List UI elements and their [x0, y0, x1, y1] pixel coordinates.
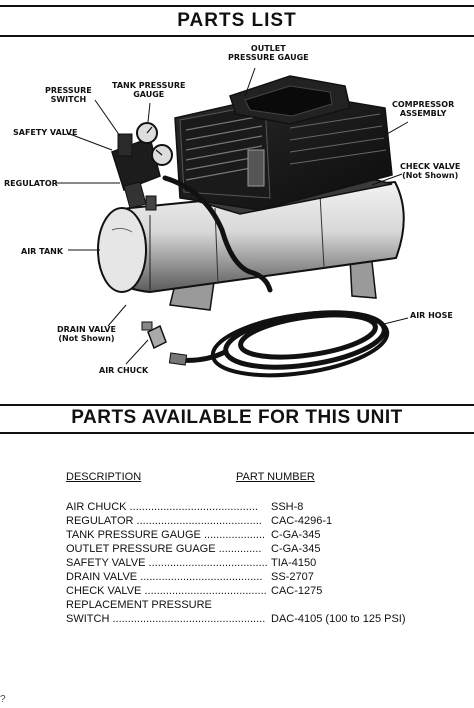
air-hose-shape: [162, 175, 390, 378]
table-row: REPLACEMENT PRESSURE: [66, 599, 212, 611]
compressor-diagram: [55, 67, 409, 378]
tank-gauge-shape: [136, 122, 158, 144]
callout-check-valve: CHECK VALVE(Not Shown): [400, 162, 461, 180]
callout-air-chuck: AIR CHUCK: [99, 366, 149, 375]
top-rule: [0, 5, 474, 7]
callout-safety-valve: SAFETY VALVE: [13, 128, 78, 137]
corner-mark: ?: [0, 694, 6, 705]
title-underline: [0, 35, 474, 37]
page-title: PARTS LIST: [177, 10, 297, 31]
column-header-description: DESCRIPTION: [66, 471, 142, 483]
table-row: SWITCH .................................…: [66, 613, 406, 625]
hose-fitting-shape: [168, 352, 188, 366]
pressure-switch-shape: [111, 133, 161, 211]
column-header-part-number: PART NUMBER: [236, 471, 315, 483]
table-row: CHECK VALVE ............................…: [66, 585, 323, 597]
section-title: PARTS AVAILABLE FOR THIS UNIT: [71, 407, 403, 428]
table-row: REGULATOR ..............................…: [66, 515, 333, 527]
callout-air-tank: AIR TANK: [21, 247, 64, 256]
table-row: OUTLET PRESSURE GUAGE ..............C-GA…: [66, 543, 321, 555]
section-underline: [0, 432, 474, 434]
callout-drain-valve: DRAIN VALVE(Not Shown): [57, 325, 116, 343]
table-row: AIR CHUCK ..............................…: [66, 501, 304, 513]
air-tank-shape: [97, 180, 405, 294]
callout-regulator: REGULATOR: [4, 179, 58, 188]
outlet-gauge-shape: [151, 144, 173, 166]
table-row: SAFETY VALVE ...........................…: [66, 557, 317, 569]
air-chuck-shape: [141, 321, 167, 350]
compressor-assembly-shape: [174, 75, 393, 211]
callout-air-hose: AIR HOSE: [410, 311, 453, 320]
table-row: TANK PRESSURE GAUGE ....................…: [66, 529, 321, 541]
section-rule: [0, 404, 474, 406]
table-row: DRAIN VALVE ............................…: [66, 571, 314, 583]
